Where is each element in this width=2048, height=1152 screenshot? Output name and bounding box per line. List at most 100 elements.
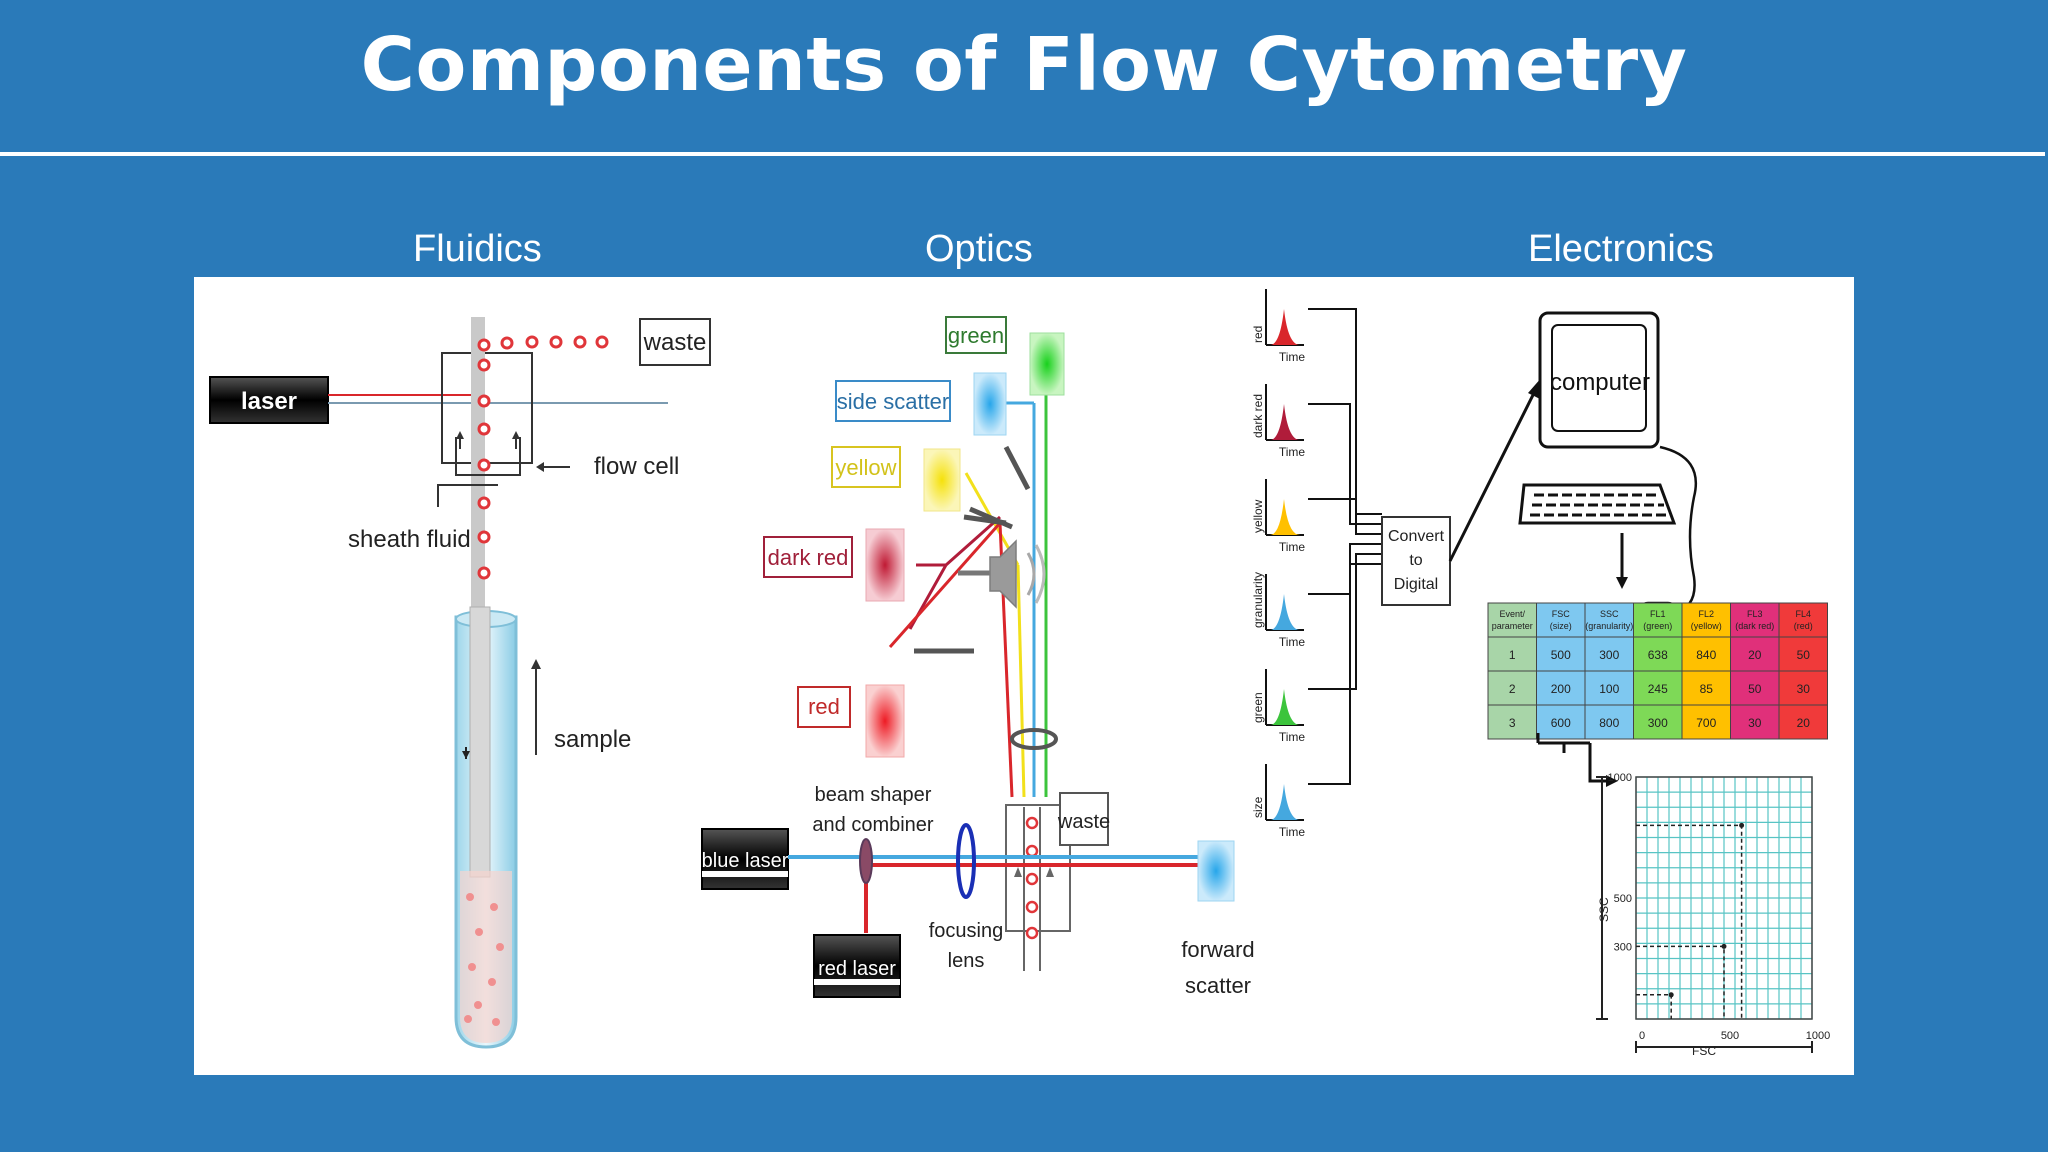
converter-label-2: to: [1409, 552, 1422, 569]
sample-cells: [464, 893, 504, 1026]
table-cell: 300: [1599, 648, 1619, 662]
svg-text:(dark red): (dark red): [1735, 621, 1774, 631]
svg-text:FL3: FL3: [1747, 609, 1763, 619]
table-cell: 30: [1797, 682, 1811, 696]
pulse-label: size: [1251, 796, 1265, 818]
plot-y-label: SSC: [1597, 897, 1611, 922]
side-scatter-label-box: [835, 380, 951, 422]
table-cell: 600: [1551, 716, 1571, 730]
yellow-label-box: [831, 446, 901, 488]
pulse-label: red: [1251, 326, 1265, 343]
table-cell: 245: [1648, 682, 1668, 696]
dark-red-detector: [865, 528, 905, 602]
plot-y-tick: 500: [1614, 893, 1632, 905]
forward-scatter-label-2: scatter: [1185, 973, 1251, 998]
pulse-label: dark red: [1251, 394, 1265, 438]
svg-text:(size): (size): [1550, 621, 1572, 631]
waste-box: [639, 318, 711, 366]
computer-icon: [1518, 311, 1698, 631]
beam-shaper-label-2: and combiner: [812, 814, 934, 836]
yellow-label: yellow: [835, 455, 896, 480]
collection-lens: [1010, 728, 1058, 750]
section-label-optics: Optics: [925, 228, 1033, 270]
title-divider: [0, 152, 2045, 156]
svg-text:FL1: FL1: [1650, 609, 1666, 619]
table-cell: 50: [1748, 682, 1762, 696]
table-cell: 30: [1748, 716, 1762, 730]
table-cell: 85: [1700, 682, 1714, 696]
green-label-box: [945, 316, 1007, 354]
table-cell: 2: [1509, 682, 1516, 696]
svg-text:SSC: SSC: [1600, 609, 1619, 619]
table-header-cell: FL3 (dark red): [1730, 602, 1780, 638]
forward-scatter-detector: [1197, 840, 1235, 902]
sheath-inlet: [455, 437, 521, 476]
green-label: green: [948, 323, 1004, 348]
svg-text:FL2: FL2: [1698, 609, 1714, 619]
optics-diagram: green side scatter yellow dark red red: [701, 316, 1255, 998]
fluidics-diagram: laser flow cell sheath fluid waste: [209, 317, 711, 1049]
table-cell: 500: [1551, 648, 1571, 662]
plot-x-tick: 1000: [1806, 1030, 1830, 1042]
converter-label-3: Digital: [1394, 576, 1438, 593]
time-label: Time: [1279, 350, 1306, 364]
time-label: Time: [1279, 730, 1306, 744]
time-label: Time: [1279, 540, 1306, 554]
section-label-electronics: Electronics: [1528, 228, 1714, 270]
to-computer-arrow: [1448, 384, 1540, 562]
optics-waste-label: waste: [1057, 811, 1110, 833]
computer-label: computer: [1550, 369, 1650, 396]
focusing-lens-label-2: lens: [948, 950, 985, 972]
svg-text:FSC: FSC: [1552, 609, 1571, 619]
time-label: Time: [1279, 825, 1306, 839]
dark-red-label-box: [763, 536, 853, 578]
converter-label-1: Convert: [1388, 528, 1445, 545]
table-header-cell: FL1(green): [1633, 602, 1683, 638]
svg-text:(yellow): (yellow): [1691, 621, 1722, 631]
sheath-fluid-label: sheath fluid: [348, 526, 471, 553]
event-table: Event/parameter FSC (size) SSC (granularity)…: [1487, 602, 1828, 740]
yellow-detector: [923, 448, 961, 512]
side-scatter-detector: [973, 372, 1007, 436]
svg-text:parameter: parameter: [1492, 621, 1533, 631]
optics-waste-box: [1059, 792, 1109, 846]
red-laser-box: [813, 934, 901, 998]
table-header-cell: Event/parameter: [1487, 602, 1537, 638]
svg-text:(granularity): (granularity): [1585, 621, 1633, 631]
plot-y-tick: 300: [1614, 941, 1632, 953]
diagram-svg: laser flow cell sheath fluid waste: [209, 289, 1830, 1058]
waste-label: waste: [643, 329, 707, 356]
pulse-label: green: [1251, 692, 1265, 723]
converter-box: [1381, 516, 1451, 606]
table-cell: 638: [1648, 648, 1668, 662]
table-cell: 840: [1696, 648, 1716, 662]
plot-point: [1668, 992, 1674, 998]
table-header-cell: FSC (size): [1536, 602, 1586, 638]
diagram-panel: laser flow cell sheath fluid waste: [194, 277, 1854, 1075]
svg-text:Event/: Event/: [1499, 609, 1525, 619]
speaker-icon[interactable]: [989, 539, 1046, 609]
plot-point: [1721, 943, 1727, 949]
focusing-lens-label-1: focusing: [929, 920, 1004, 942]
section-label-fluidics: Fluidics: [413, 228, 542, 270]
pulse-label: yellow: [1251, 499, 1265, 533]
cells-stream: [477, 335, 609, 580]
sample-label: sample: [554, 726, 631, 753]
blue-laser-box: [701, 828, 789, 890]
plot-y-tick: 1000: [1608, 772, 1632, 784]
focusing-lens: [956, 823, 976, 899]
red-detector: [865, 684, 905, 758]
table-cell: 700: [1696, 716, 1716, 730]
table-cell: 50: [1797, 648, 1811, 662]
plot-x-tick: 500: [1721, 1030, 1739, 1042]
table-cell: 800: [1599, 716, 1619, 730]
table-cell: 200: [1551, 682, 1571, 696]
table-cell: 1: [1509, 648, 1516, 662]
